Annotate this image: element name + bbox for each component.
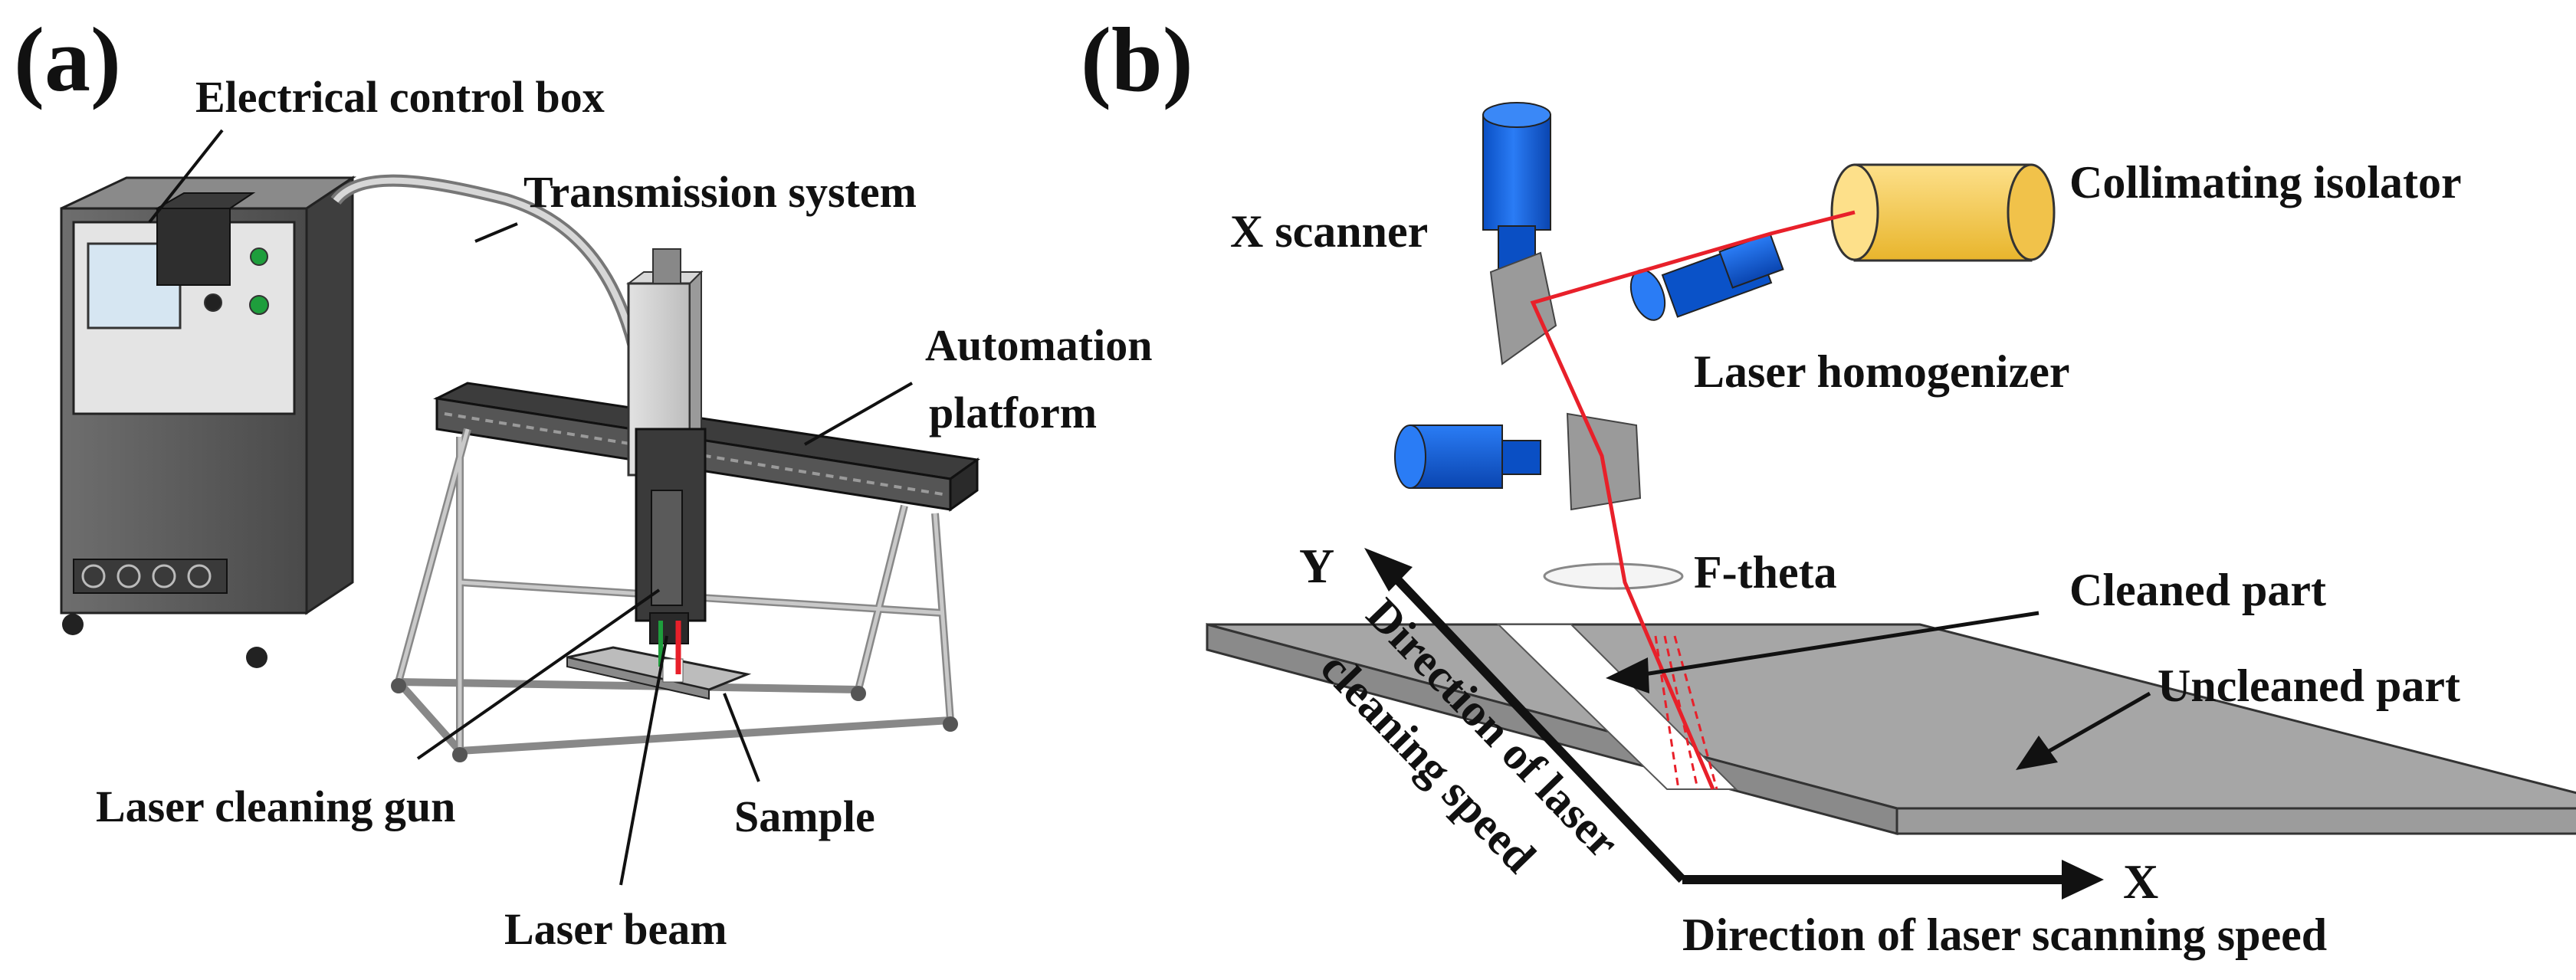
label-laser-cleaning-gun: Laser cleaning gun [96,782,455,831]
label-collimating-isolator: Collimating isolator [2069,157,2462,208]
label-x-scanner: X scanner [1230,206,1428,257]
collimating-isolator [1830,163,2056,262]
automation-platform [391,382,980,762]
label-axis-x: X [2123,854,2158,909]
label-cleaned-part: Cleaned part [2069,565,2326,615]
laser-beam-b [1530,210,1856,790]
label-f-theta: F-theta [1694,547,1837,598]
f-theta-lens [1543,562,1684,590]
label-electrical-control-box: Electrical control box [195,72,605,122]
label-scanning-direction: Direction of laser scanning speed [1682,910,2327,960]
label-transmission-system: Transmission system [523,167,917,217]
coordinate-axes [1364,548,2104,900]
label-uncleaned-part: Uncleaned part [2158,660,2460,711]
x-scanner [1482,102,1557,365]
cleaned-strip [1496,624,1738,790]
panel-b: (b) [1081,8,2576,960]
panel-a-label: (a) [14,8,121,110]
label-axis-y: Y [1299,539,1334,593]
electrical-control-box [60,175,356,668]
label-automation-platform-line1: Automation [925,320,1152,370]
label-sample: Sample [734,792,875,841]
panel-a: (a) [14,8,1152,954]
label-automation-platform-line2: platform [929,388,1097,438]
label-laser-beam: Laser beam [504,904,727,954]
panel-b-label: (b) [1081,8,1193,110]
panel-b-callout-lines [1643,611,2151,757]
label-laser-homogenizer: Laser homogenizer [1694,346,2069,397]
panel-a-callout-lines [148,129,913,886]
laser-homogenizer [1629,232,1784,321]
laser-cleaning-gun [626,248,707,644]
